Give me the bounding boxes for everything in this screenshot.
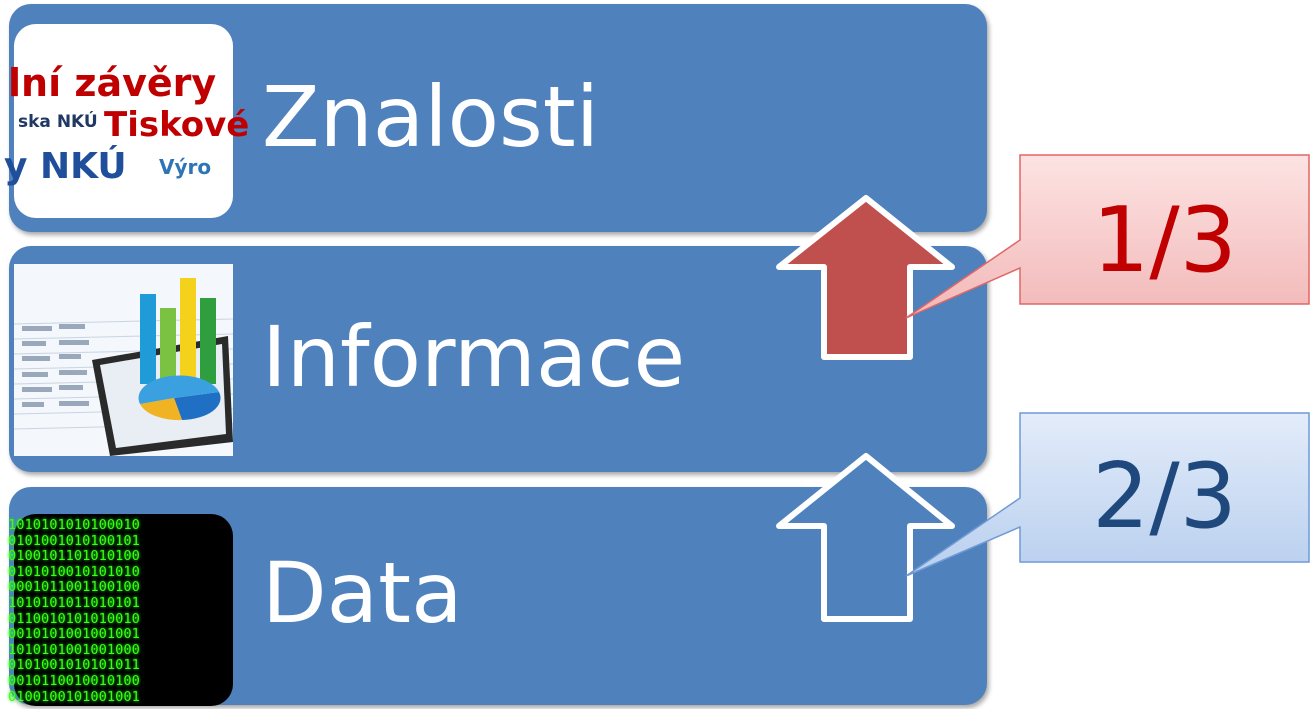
informace-thumbnail <box>13 264 234 456</box>
layer-label-data: Data <box>262 544 463 642</box>
callout-label: 1/3 <box>1092 188 1237 293</box>
callout-label: 2/3 <box>1092 444 1237 549</box>
collage-text: lní závěry <box>8 61 217 105</box>
collage-text: y NKÚ <box>4 146 127 187</box>
collage-text: Výro <box>159 155 212 179</box>
layer-label-informace: Informace <box>262 308 686 406</box>
collage-text: ska NKÚ <box>18 112 98 132</box>
tablet-chart-image <box>13 264 234 456</box>
text-collage-image: lní závěry ska NKÚ Tiskové y NKÚ Výro <box>4 24 249 218</box>
znalosti-thumbnail: lní závěry ska NKÚ Tiskové y NKÚ Výro <box>4 24 249 218</box>
layer-label-znalosti: Znalosti <box>262 68 600 166</box>
collage-text: Tiskové <box>104 105 250 145</box>
data-thumbnail: 1010101010100010 0101001010100101 010010… <box>8 514 233 706</box>
binary-digits-image: 1010101010100010 0101001010100101 010010… <box>8 517 140 705</box>
